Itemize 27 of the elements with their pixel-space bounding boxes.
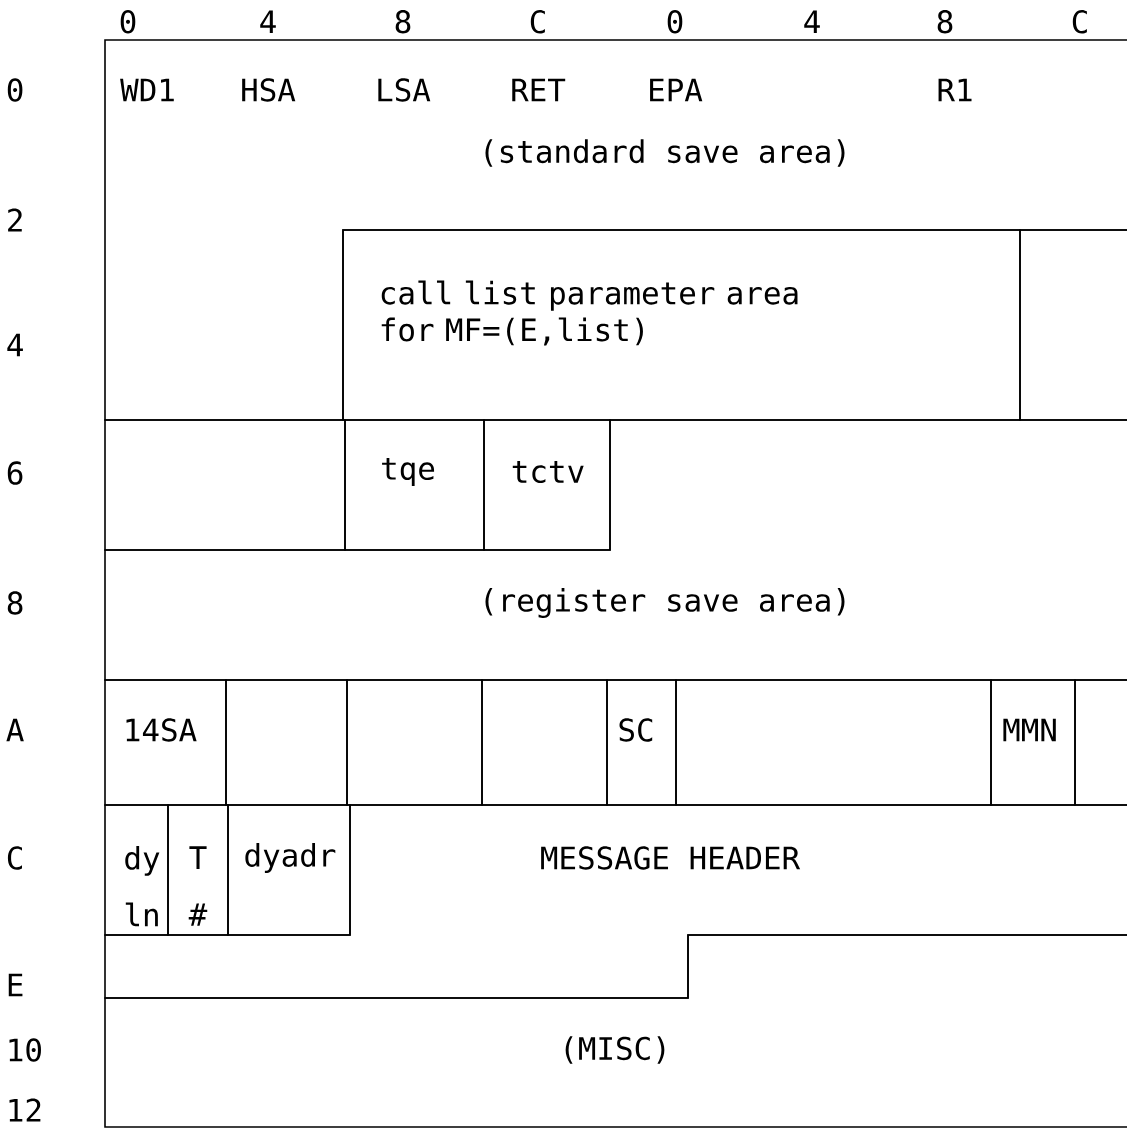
- offset-label: 4: [7, 333, 23, 357]
- offset-label: 0: [7, 78, 23, 102]
- offset-label: 10: [9, 1038, 41, 1062]
- offset-label: 12: [9, 1098, 41, 1122]
- memory-field: T #: [167, 804, 229, 936]
- empty-cell: [1019, 229, 1127, 421]
- offset-label: 8: [7, 591, 23, 615]
- empty-cell: [104, 419, 346, 551]
- offset-label: 2: [8, 208, 22, 232]
- memory-field: dyadr: [227, 804, 351, 936]
- offset-label: 6: [7, 461, 23, 485]
- empty-cell: [346, 679, 483, 806]
- empty-cell: [675, 679, 992, 806]
- empty-cell: [225, 679, 348, 806]
- memory-field: (MISC): [104, 934, 1127, 1128]
- offset-label: A: [6, 718, 24, 742]
- empty-cell: [481, 679, 608, 806]
- empty-cell: [1074, 679, 1127, 806]
- memory-field: call list parameter area for MF=(E,list): [342, 229, 1021, 421]
- memory-field: tctv: [483, 419, 611, 551]
- memory-field: 14SA: [104, 679, 227, 806]
- offset-label: C: [7, 846, 22, 870]
- offset-label: E: [8, 973, 23, 997]
- memory-field: dy ln: [104, 804, 169, 936]
- memory-field: MMN: [990, 679, 1076, 806]
- memory-field: SC: [606, 679, 677, 806]
- memory-field: tqe: [344, 419, 485, 551]
